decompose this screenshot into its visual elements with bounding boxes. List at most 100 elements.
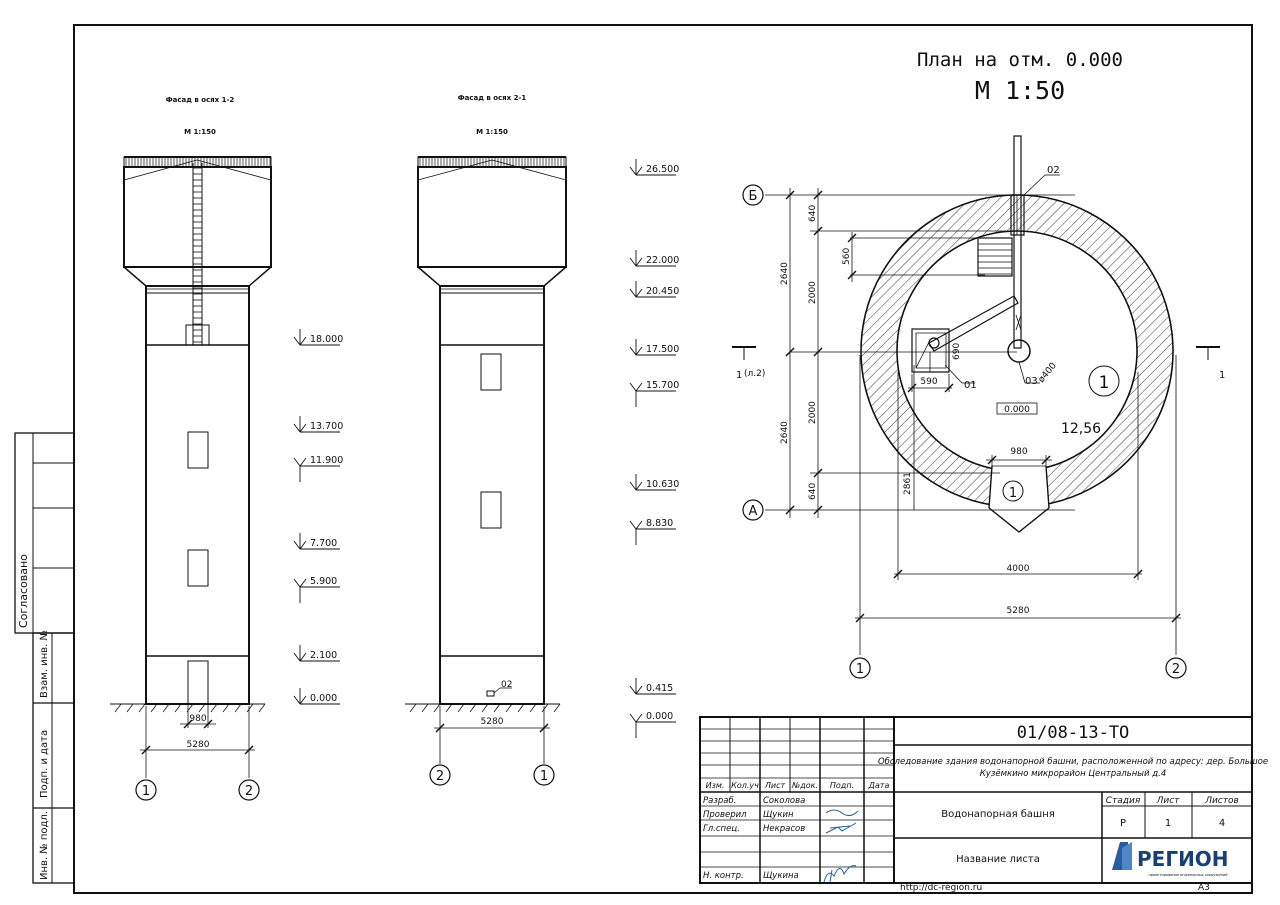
role-nkontr: Н. контр. xyxy=(703,871,744,881)
section-label-right: 1 xyxy=(1219,370,1225,381)
stage-value: Р xyxy=(1120,818,1126,829)
level-mark-right-1-label: 22.000 xyxy=(646,255,679,266)
level-mark-right-4-label: 15.700 xyxy=(646,380,679,391)
project-title-line2: Кузёмкино микрорайон Центральный д.4 xyxy=(980,769,1166,779)
door-tag: 1 xyxy=(1009,486,1017,501)
level-mark-right-0: 26.500 xyxy=(629,159,679,176)
side-stamp-labels: Согласовано Взам. инв. № Подп. и дата Ин… xyxy=(17,554,50,880)
facade-1-axis-right: 2 xyxy=(245,784,253,799)
dim-4000: 4000 xyxy=(1007,564,1030,574)
section-label-left: 1 xyxy=(736,370,742,381)
level-mark-right-2-label: 20.450 xyxy=(646,286,679,297)
facade-2-1: Фасад в осях 2-1 М 1:150 02 xyxy=(405,94,567,786)
sheet-frame xyxy=(14,24,1253,894)
facade-1-2: Фасад в осях 1-2 М 1:150 xyxy=(110,96,272,801)
level-mark-right-1: 22.000 xyxy=(629,250,679,267)
name-glspec: Некрасов xyxy=(763,824,805,834)
col-header-podp: Подп. xyxy=(830,781,854,790)
level-mark-left-4: 5.900 xyxy=(293,576,340,603)
level-mark-right-5-label: 10.630 xyxy=(646,479,679,490)
level-mark-left-4-label: 5.900 xyxy=(310,576,337,587)
level-mark-left-3: 7.700 xyxy=(293,533,340,550)
logo-subtitle: проектирование инженерных сооружений xyxy=(1148,873,1227,877)
object-name: Водонапорная башня xyxy=(941,809,1055,820)
level-mark-right-5: 10.630 xyxy=(629,474,679,491)
role-proveril: Проверил xyxy=(703,810,747,820)
facade-2-title: Фасад в осях 2-1 xyxy=(458,94,527,102)
elevation-marks-left: 18.000 13.700 11.900 7.700 5.900 2.100 0.000 xyxy=(293,329,343,705)
callout-02: 02 xyxy=(1047,165,1060,176)
facade-1-title: Фасад в осях 1-2 xyxy=(166,96,235,104)
level-mark-left-5: 2.100 xyxy=(293,645,340,662)
name-nkontr: Щукина xyxy=(763,871,799,881)
plan-scale: М 1:50 xyxy=(975,76,1065,105)
level-mark-left-2-label: 11.900 xyxy=(310,455,343,466)
dim-2640-top: 2640 xyxy=(780,262,790,285)
pipe-diameter: ø400 xyxy=(1037,361,1059,385)
col-header-izm: Изм. xyxy=(706,781,725,790)
facade-2-scale: М 1:150 xyxy=(476,128,508,136)
level-mark-right-8: 0.000 xyxy=(629,711,676,738)
name-proveril: Щукин xyxy=(763,810,794,820)
room-area: 12,56 xyxy=(1061,421,1101,437)
level-mark-right-3-label: 17.500 xyxy=(646,344,679,355)
level-mark-left-0: 18.000 xyxy=(293,329,343,346)
sheet-name: Название листа xyxy=(956,854,1040,865)
dim-5280: 5280 xyxy=(1007,606,1030,616)
level-mark-left-3-label: 7.700 xyxy=(310,538,337,549)
facade-1-scale: М 1:150 xyxy=(184,128,216,136)
dim-2861: 2861 xyxy=(903,472,913,495)
role-glspec: Гл.спец. xyxy=(703,824,740,834)
facade-2-axis-left: 2 xyxy=(436,769,444,784)
floor-elevation: 0.000 xyxy=(1004,405,1030,415)
col-header-data: Дата xyxy=(868,781,890,790)
sign-date-label: Подп. и дата xyxy=(39,730,50,798)
level-mark-right-0-label: 26.500 xyxy=(646,164,679,175)
dim-640-top: 640 xyxy=(808,205,818,222)
facade-2-axis-right: 1 xyxy=(540,769,548,784)
level-mark-left-1-label: 13.700 xyxy=(310,421,343,432)
level-mark-right-6-label: 8.830 xyxy=(646,518,673,529)
sheet-format: A3 xyxy=(1198,883,1210,893)
inv-orig-label: Инв. № подл. xyxy=(39,811,50,880)
dim-2000-top: 2000 xyxy=(808,281,818,304)
facade-1-axis-left: 1 xyxy=(142,784,150,799)
sheet-value: 1 xyxy=(1165,818,1171,829)
dim-690: 690 xyxy=(952,343,962,360)
sheet-url[interactable]: http://dc-region.ru xyxy=(900,883,982,893)
facade-2-total-dim: 5280 xyxy=(481,717,504,727)
level-mark-left-6-label: 0.000 xyxy=(310,693,337,704)
title-block: 01/08-13-ТО Обследование здания водонапо… xyxy=(699,716,1268,893)
sheets-header: Листов xyxy=(1204,796,1239,806)
level-mark-right-8-label: 0.000 xyxy=(646,711,673,722)
facade-2-callout: 02 xyxy=(501,680,512,690)
stage-header: Стадия xyxy=(1106,796,1141,806)
axis-letter-a: А xyxy=(749,504,758,519)
signatures xyxy=(823,809,859,883)
facade-1-door-dim: 980 xyxy=(189,714,206,724)
col-header-ndok: №док. xyxy=(791,781,818,790)
project-title-line1: Обследование здания водонапорной башни, … xyxy=(878,757,1268,767)
role-razrab: Разраб. xyxy=(703,796,736,806)
callout-01: 01 xyxy=(964,380,977,391)
inv-replace-label: Взам. инв. № xyxy=(39,630,50,698)
callout-03: 03 xyxy=(1025,376,1038,387)
plan-axis-2: 2 xyxy=(1172,662,1180,677)
plan-view: План на отм. 0.000 М 1:50 1 1 12,56 0.00… xyxy=(732,49,1225,679)
level-mark-right-4: 15.700 xyxy=(629,380,679,407)
plan-axis-1: 1 xyxy=(856,662,864,677)
dim-640-bottom: 640 xyxy=(808,483,818,500)
col-header-list: Лист xyxy=(764,781,786,790)
axis-letter-b: Б xyxy=(749,189,758,204)
doc-code: 01/08-13-ТО xyxy=(1017,723,1130,743)
level-mark-left-6: 0.000 xyxy=(293,688,340,705)
sheets-value: 4 xyxy=(1219,818,1225,829)
logo-text: РЕГИОН xyxy=(1137,847,1229,871)
level-mark-left-5-label: 2.100 xyxy=(310,650,337,661)
level-mark-right-3: 17.500 xyxy=(629,339,679,356)
elevation-marks-right: 26.500 22.000 20.450 17.500 15.700 10.630 8.83… xyxy=(629,159,679,738)
level-mark-right-7: 0.415 xyxy=(629,678,676,695)
dim-2640-bottom: 2640 xyxy=(780,421,790,444)
level-mark-right-7-label: 0.415 xyxy=(646,683,673,694)
